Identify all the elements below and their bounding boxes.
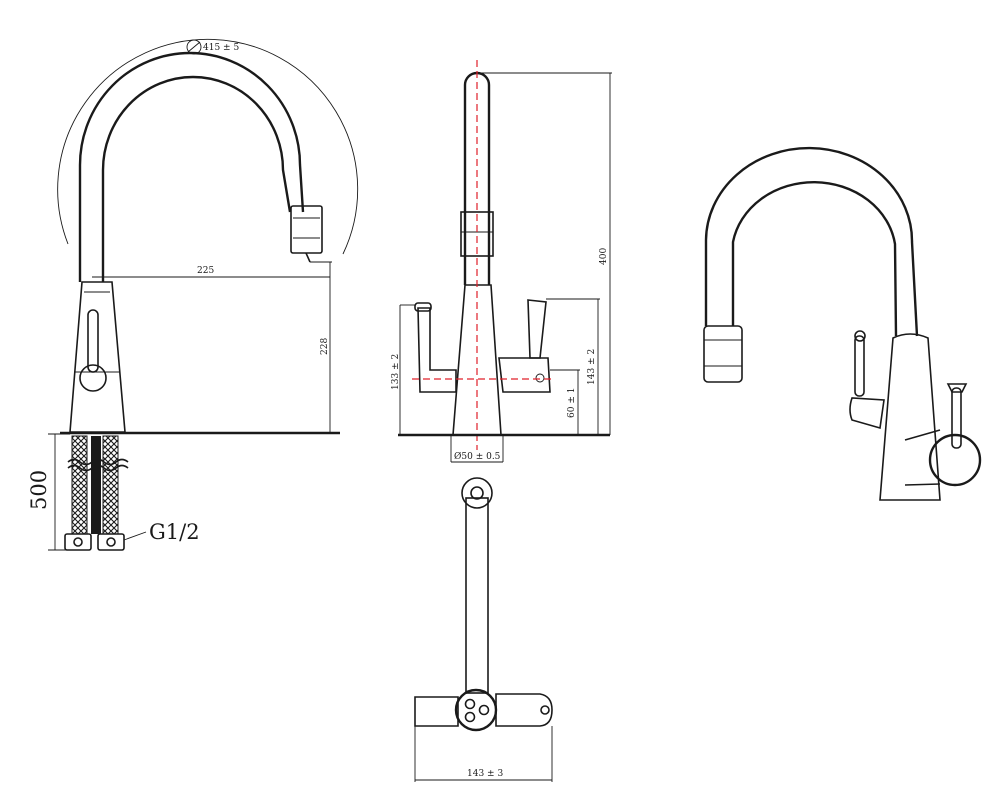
svg-text:143 ± 2: 143 ± 2 [587,349,597,385]
dim-total-height: 400 [480,72,612,435]
persp-left-lever [854,335,865,397]
front-spray-head [290,205,323,254]
svg-text:60 ± 1: 60 ± 1 [567,388,577,418]
persp-spout-outer [704,146,919,337]
svg-text:400: 400 [599,248,609,265]
dim-base-diameter: Ø50 ± 0.5 [450,435,504,463]
svg-text:225: 225 [197,266,214,276]
persp-left-boss [849,397,885,430]
dim-spout-reach: 225 [92,261,332,433]
dim-left-lever-height: 133 ± 2 [391,304,415,435]
side-view: 400 133 ± 2 143 ± 2 60 ± 1 Ø50 ± 0.5 [391,60,612,463]
hex-nut-right [97,533,125,551]
front-handle-knob [79,364,107,392]
dim-spout-height: 228 [320,338,330,355]
front-view: G1/2 415 ± 5 225 228 500 [27,38,359,551]
top-left-handle [414,696,459,727]
top-spout-arm [465,497,489,694]
perspective-view [703,146,982,501]
dim-top-width: 143 ± 3 [414,726,553,782]
front-spout-outer [78,51,305,282]
svg-text:500: 500 [27,470,51,510]
svg-text:415 ± 5: 415 ± 5 [203,43,239,53]
side-spray-sleeve [460,211,494,257]
supply-hose-right [102,435,119,535]
top-spout-end [461,477,493,509]
persp-body [879,333,941,501]
dim-hose-length: 500 [27,433,70,551]
front-spout-inner [101,75,292,282]
svg-text:143 ± 3: 143 ± 3 [467,769,503,779]
supply-pipe-center [91,436,101,534]
side-right-lever [527,299,547,359]
front-lever [87,309,99,373]
top-right-handle [495,693,553,727]
supply-hose-left [71,435,88,535]
svg-text:133 ± 2: 133 ± 2 [391,354,401,390]
persp-spray-head [703,325,743,383]
top-view: 143 ± 3 [414,477,553,782]
swing-arc [57,38,359,255]
dim-base-to-handle: 60 ± 1 [550,369,580,435]
dim-right-lever-height: 143 ± 2 [546,298,600,435]
side-left-handle [417,307,457,393]
hex-nut-left [64,533,92,551]
persp-spout-inner [731,181,898,337]
top-body-disc [454,688,498,732]
persp-right-handle-disc [928,433,982,487]
thread-label: G1/2 [149,520,200,544]
persp-right-lever [951,387,962,449]
svg-text:228: 228 [320,338,330,355]
dim-arc-diameter: 415 ± 5 [186,39,239,55]
svg-text:Ø50 ± 0.5: Ø50 ± 0.5 [454,451,501,462]
